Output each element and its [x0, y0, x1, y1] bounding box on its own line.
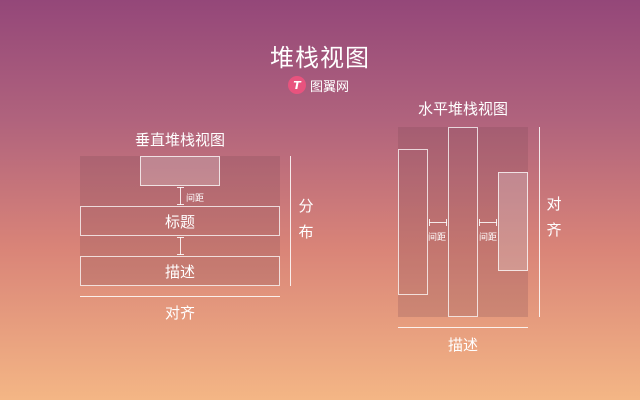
vertical-distribution-line: [290, 156, 291, 286]
horizontal-item-1: [398, 149, 428, 295]
vertical-align-line: [80, 296, 280, 297]
horizontal-spacing-label-2: 间距: [479, 233, 498, 243]
vertical-spacing-line-1: [180, 187, 181, 205]
horizontal-spacing-label-1: 间距: [428, 233, 447, 243]
vertical-spacing-cap-top-2: [177, 237, 184, 238]
vertical-spacing-label: 间距: [186, 194, 205, 204]
horizontal-align-line: [539, 127, 540, 317]
vertical-distribution-char-1: 分: [298, 197, 314, 215]
horizontal-spacing-cap-right-2: [496, 219, 497, 226]
horizontal-spacing-cap-left-1: [429, 219, 430, 226]
horizontal-align-char-2: 齐: [546, 221, 562, 239]
vertical-spacing-cap-top-1: [177, 187, 184, 188]
logo-text: 图翼网: [310, 79, 350, 95]
page-title: 堆栈视图: [270, 44, 370, 72]
vertical-spacing-line-2: [180, 237, 181, 255]
vertical-desc-item: 描述: [80, 256, 280, 286]
horizontal-bottom-label: 描述: [447, 336, 478, 354]
vertical-spacing-cap-bottom-2: [177, 254, 184, 255]
brand-logo: T 图翼网: [288, 75, 349, 95]
horizontal-spacing-cap-left-2: [479, 219, 480, 226]
horizontal-stack-heading: 水平堆栈视图: [417, 100, 508, 118]
logo-icon: T: [288, 76, 306, 94]
horizontal-item-3: [498, 172, 528, 271]
vertical-stack-heading: 垂直堆栈视图: [134, 131, 225, 149]
vertical-distribution-char-2: 布: [298, 223, 314, 241]
horizontal-spacing-line-1: [429, 222, 447, 223]
horizontal-spacing-cap-right-1: [446, 219, 447, 226]
vertical-title-item: 标题: [80, 206, 280, 236]
horizontal-bottom-line: [398, 327, 528, 328]
vertical-align-label: 对齐: [164, 304, 195, 322]
vertical-spacing-cap-bottom-1: [177, 204, 184, 205]
vertical-top-item: [140, 156, 220, 186]
horizontal-stack-panel: [398, 127, 528, 317]
vertical-stack-panel: [80, 156, 280, 286]
horizontal-spacing-line-2: [479, 222, 497, 223]
horizontal-item-2: [448, 127, 478, 317]
horizontal-align-char-1: 对: [546, 195, 562, 213]
